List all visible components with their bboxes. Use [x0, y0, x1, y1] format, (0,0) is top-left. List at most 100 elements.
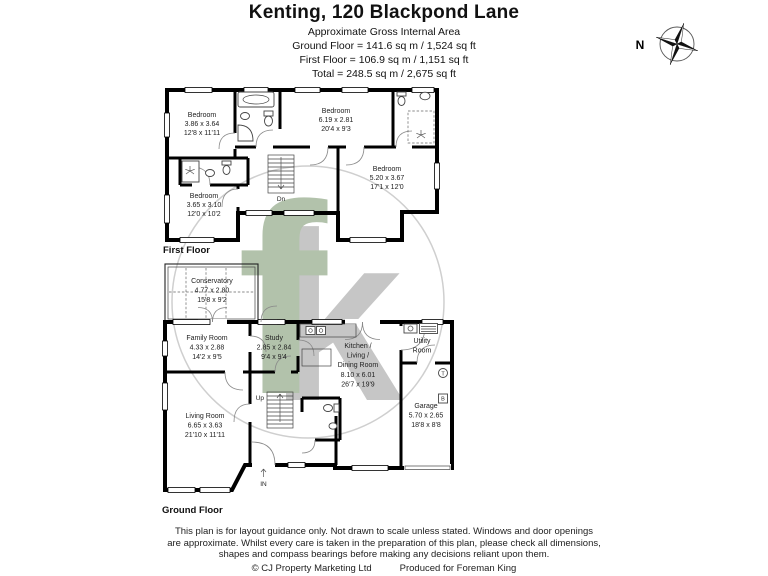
- entrance-door-opening: [252, 462, 275, 468]
- room-name: Conservatory: [191, 278, 233, 285]
- wc-fixtures: [323, 403, 340, 430]
- window: [167, 487, 196, 493]
- window: [162, 382, 168, 411]
- room-dims-metric: 4.33 x 2.88: [190, 345, 225, 352]
- kitchen-sink-icon: [318, 328, 324, 333]
- garage-symbols: T B: [438, 368, 448, 404]
- window: [179, 237, 215, 243]
- sink-icon: [240, 112, 250, 120]
- window: [351, 465, 389, 471]
- area-line-first: First Floor = 106.9 sq m / 1,151 sq ft: [299, 54, 469, 66]
- window: [311, 319, 343, 325]
- toilet-icon: [333, 403, 340, 413]
- sink-icon: [205, 169, 215, 177]
- ground-floor-room-labels: Conservatory 4.77 x 2.80 15'8 x 9'2 Fami…: [185, 278, 444, 439]
- room-dims-metric: 3.65 x 3.10: [187, 202, 222, 209]
- window: [257, 319, 286, 325]
- door-arc: [301, 439, 316, 454]
- door-arc: [297, 339, 315, 357]
- room-name: Bedroom: [373, 166, 402, 173]
- area-line-ground: Ground Floor = 141.6 sq m / 1,524 sq ft: [292, 40, 476, 52]
- window: [245, 210, 273, 216]
- shower-icon: [407, 110, 435, 144]
- window: [434, 162, 440, 190]
- first-floor-shower-room-fixtures: [396, 91, 435, 144]
- produced-for-text: Produced for Foreman King: [399, 562, 517, 574]
- toilet-icon: [221, 160, 232, 166]
- shower-head-icon: [416, 130, 426, 139]
- room-name: Kitchen /: [344, 343, 371, 350]
- room-dims-imperial: 26'7 x 19'9: [341, 382, 375, 389]
- ground-floor-label: Ground Floor: [162, 505, 223, 516]
- door-arc: [218, 132, 236, 150]
- window: [164, 194, 170, 224]
- room-name: Garage: [414, 403, 437, 410]
- room-dims-metric: 6.19 x 2.81: [319, 117, 354, 124]
- door-arc: [345, 146, 365, 166]
- disclaimer-line: shapes and compass bearings before makin…: [218, 549, 550, 560]
- window: [162, 340, 168, 357]
- disclaimer-line: are approximate. Whilst every care is ta…: [167, 537, 601, 549]
- first-floor-windows: [164, 87, 440, 243]
- window: [184, 87, 213, 93]
- door-arc: [260, 305, 278, 323]
- room-dims-metric: 5.70 x 2.65: [409, 413, 444, 420]
- footer-credit: © CJ Property Marketing Ltd Produced for…: [0, 563, 768, 575]
- boiler-symbol: [438, 393, 448, 404]
- room-dims-metric: 6.65 x 3.63: [188, 423, 223, 430]
- room-dims-metric: 5.20 x 3.67: [370, 175, 405, 182]
- compass-star-icon: [656, 23, 698, 65]
- entrance-label: IN: [260, 481, 267, 488]
- toilet-icon: [397, 96, 406, 106]
- window: [287, 462, 306, 468]
- first-floor-bathroom-fixtures: [237, 91, 275, 142]
- kitchen-sink-icon: [308, 328, 313, 333]
- washing-machine-icon: [419, 323, 438, 334]
- boiler-label: B: [441, 397, 445, 403]
- window: [199, 487, 231, 493]
- room-dims-imperial: 15'8 x 9'2: [197, 297, 227, 304]
- garage-door-icon: [404, 465, 451, 470]
- header: Kenting, 120 Blackpond Lane: [0, 2, 768, 24]
- tank-label: T: [441, 371, 445, 377]
- ground-floor-interior-walls: [165, 322, 452, 468]
- entrance-arrow-icon: [260, 468, 267, 477]
- door-arc: [251, 441, 276, 466]
- watermark-circle: [171, 165, 445, 439]
- room-dims-metric: 8.10 x 6.01: [341, 372, 376, 379]
- room-name: Dining Room: [338, 362, 379, 369]
- utility-sink-icon: [403, 323, 418, 334]
- door-arc: [221, 188, 239, 208]
- door-arc: [212, 307, 228, 323]
- toilet-icon: [263, 110, 274, 117]
- window: [349, 237, 387, 243]
- ground-floor-stairs: [266, 391, 294, 429]
- door-arc: [274, 355, 292, 373]
- room-name: Bedroom: [322, 108, 351, 115]
- disclaimer-line: This plan is for layout guidance only. N…: [174, 526, 594, 537]
- door-arc: [362, 321, 381, 340]
- toilet-icon: [222, 165, 231, 175]
- window: [172, 319, 211, 325]
- toilet-icon: [264, 115, 273, 127]
- bathtub-icon: [237, 91, 275, 108]
- corner-shower-icon: [237, 124, 254, 142]
- door-arc: [395, 130, 413, 148]
- utility-sink-icon: [407, 325, 414, 332]
- entrance-marker: IN: [260, 468, 267, 488]
- room-name: Family Room: [186, 335, 227, 342]
- room-dims-imperial: 9'4 x 9'4: [261, 354, 287, 361]
- bathtub-icon: [242, 94, 270, 105]
- area-summary: Approximate Gross Internal Area Ground F…: [0, 25, 768, 81]
- page-title: Kenting, 120 Blackpond Lane: [248, 2, 520, 23]
- first-floor-doors: [191, 129, 413, 208]
- room-name: Living Room: [186, 413, 225, 420]
- stairs-up-label: Up: [256, 395, 265, 402]
- door-arc: [224, 371, 244, 391]
- sink-icon: [419, 91, 431, 101]
- room-name: Study: [265, 335, 283, 342]
- area-subtitle: Approximate Gross Internal Area: [307, 26, 461, 38]
- first-floor-plan: Dn: [163, 87, 440, 256]
- room-name: Utility: [413, 338, 431, 345]
- first-floor-room-labels: Bedroom 3.86 x 3.64 12'8 x 11'11 Bedroom…: [184, 108, 405, 218]
